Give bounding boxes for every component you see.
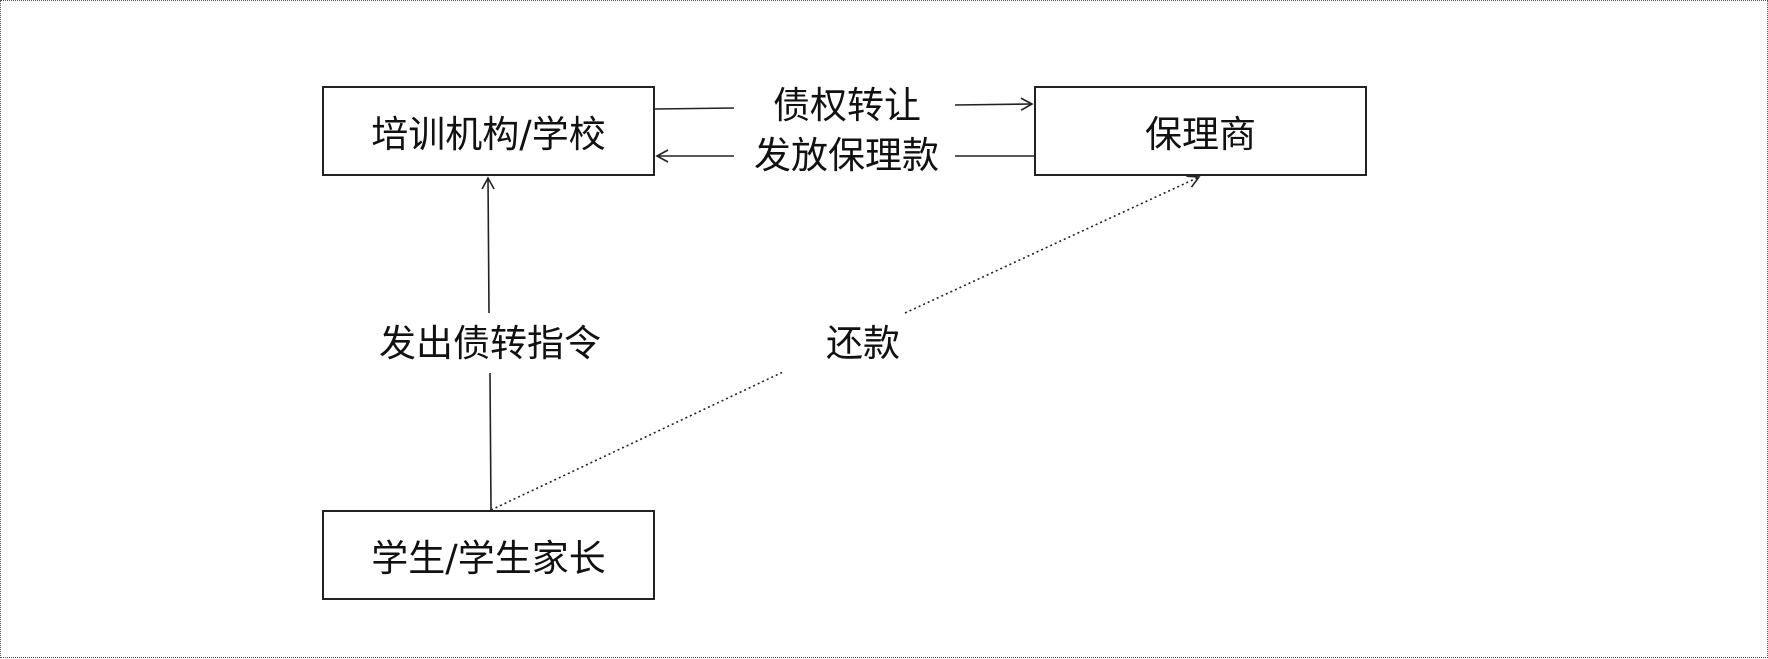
repay-arrow	[904, 175, 1201, 314]
edge-label-transfer: 债权转让	[773, 84, 921, 127]
edge-label-instruct: 发出债转指令	[379, 322, 601, 365]
repay-line-segment-lower	[490, 371, 784, 511]
node-student: 学生/学生家长	[322, 510, 655, 600]
edge-label-repay: 还款	[826, 322, 900, 365]
edge-label-payout: 发放保理款	[754, 134, 939, 177]
transfer-line-segment-left	[654, 107, 735, 110]
node-factor: 保理商	[1034, 86, 1367, 176]
instruct-line-segment-bottom	[489, 372, 492, 511]
node-school: 培训机构/学校	[322, 86, 655, 176]
transfer-arrow	[954, 97, 1034, 111]
instruct-arrow	[481, 176, 495, 314]
